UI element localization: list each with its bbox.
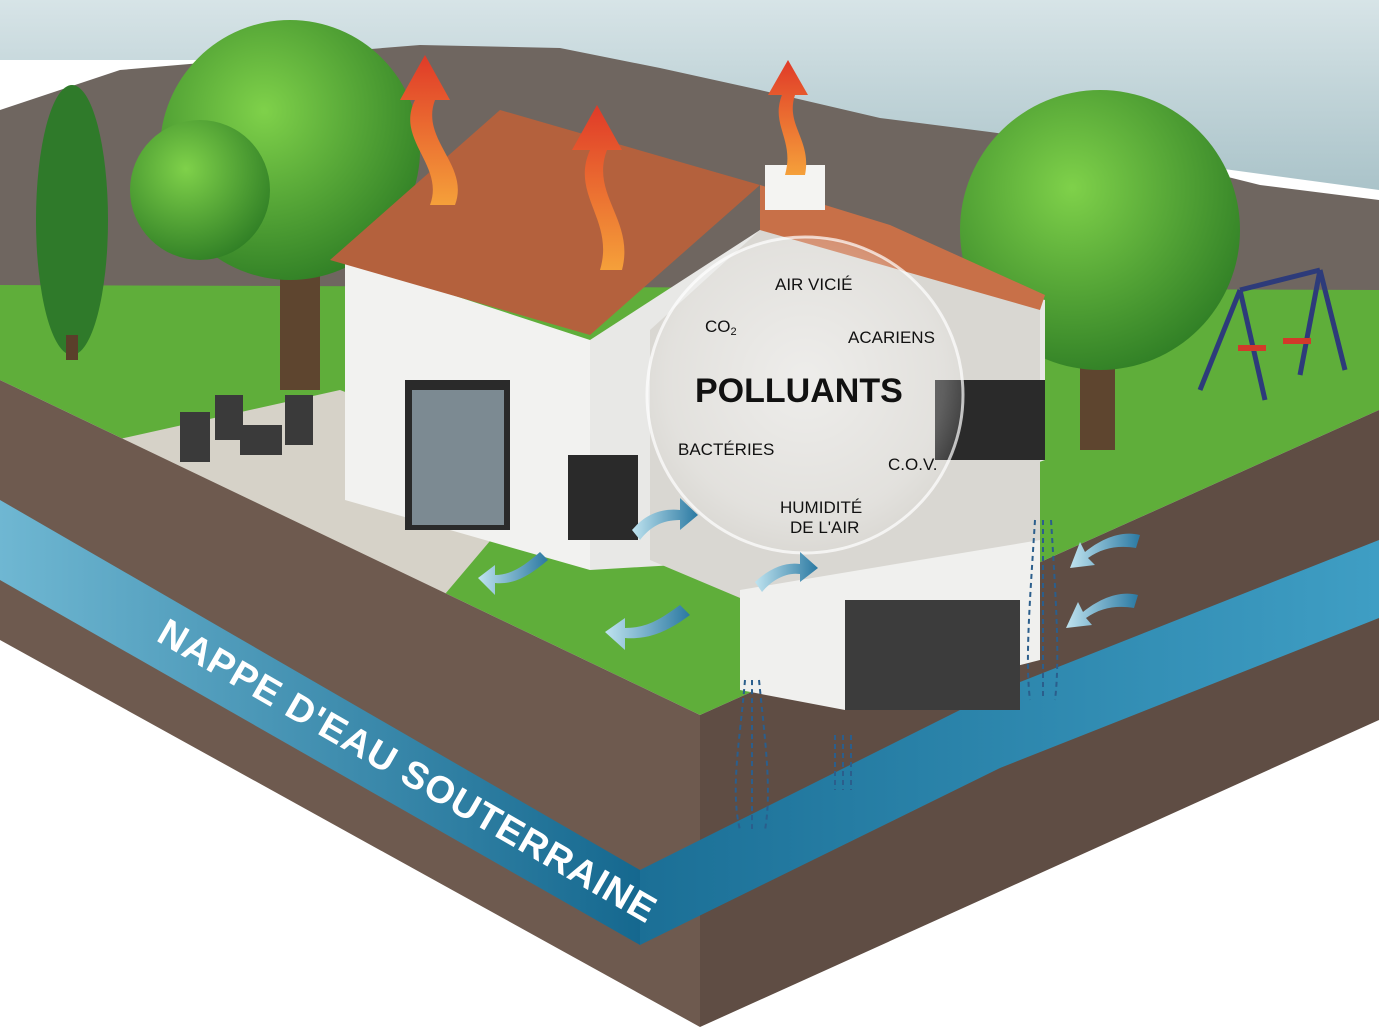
hot-air-arrow-3 [768, 60, 808, 175]
pollutant-bubble [645, 235, 965, 555]
label-air-vicie: AIR VICIÉ [775, 275, 852, 294]
window-door-glass [412, 390, 504, 525]
label-acariens: ACARIENS [848, 328, 935, 347]
cypress-trunk [66, 335, 78, 360]
label-polluants: POLLUANTS [695, 372, 903, 410]
cold-air-arrow-2 [605, 605, 690, 650]
cold-air-arrow-4 [755, 552, 818, 592]
roof-right [760, 185, 1045, 310]
left-tree-trunk [280, 270, 320, 390]
cold-air-arrow-5 [1070, 533, 1140, 568]
label-humidite-line2: DE L'AIR [790, 518, 859, 537]
swing-set [1197, 267, 1348, 401]
label-co2: CO2 [705, 317, 737, 338]
cold-air-arrow-3 [632, 498, 698, 540]
hot-air-arrow-1 [400, 55, 458, 205]
label-cov: C.O.V. [888, 455, 937, 474]
ground-gas-arrows-left [734, 679, 769, 831]
ground-gas-arrows-center [834, 735, 852, 790]
groundwater-left [0, 500, 640, 945]
window-small [568, 455, 638, 540]
patio-furniture [180, 395, 313, 462]
left-tree-canopy-2 [130, 120, 270, 260]
cold-air-arrow-1 [478, 552, 548, 595]
cypress-tree [36, 85, 108, 355]
basement-room [845, 600, 1020, 710]
hot-air-arrow-2 [572, 105, 625, 270]
groundwater-right [640, 540, 1379, 945]
label-humidite-line1: HUMIDITÉ [780, 498, 862, 517]
cold-air-arrow-6 [1066, 593, 1138, 628]
label-bacteries: BACTÉRIES [678, 440, 774, 459]
ground-gas-arrows-right [1026, 519, 1059, 701]
